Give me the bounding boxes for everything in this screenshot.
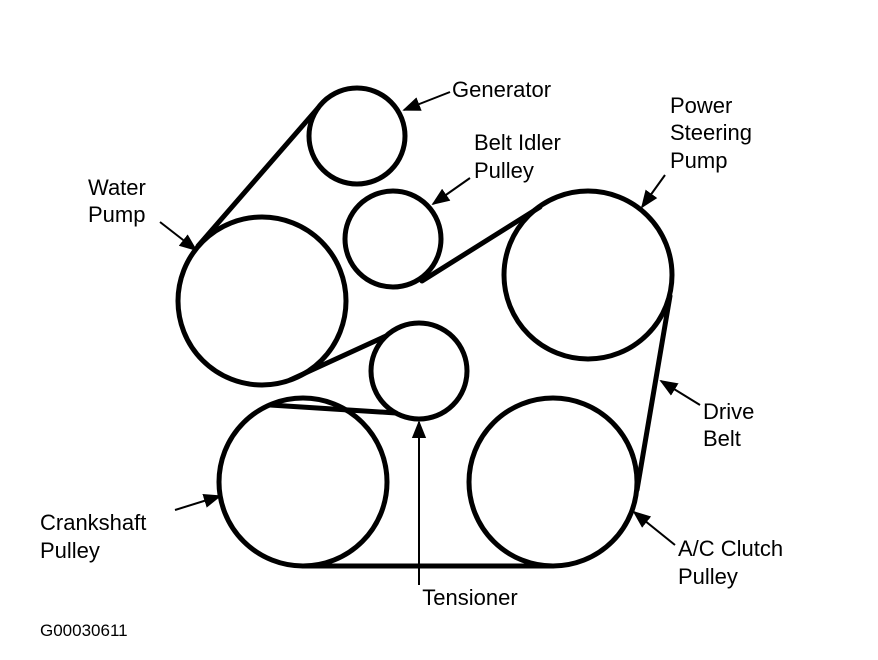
crankshaft-pulley xyxy=(216,395,390,569)
drive-belt-leader-arrow xyxy=(659,380,701,406)
ac-clutch-pulley xyxy=(466,395,640,569)
power-steering-label-line1: Power xyxy=(670,93,732,118)
drive-belt-segment-powersteering-ac xyxy=(634,293,673,493)
belt-idler-leader-arrow xyxy=(431,177,471,206)
power-steering-label-line3: Pump xyxy=(670,148,727,173)
drive-belt-segment-crankshaft-tensioner xyxy=(267,402,399,416)
generator-label: Generator xyxy=(452,77,551,102)
crankshaft-label-line2: Pulley xyxy=(40,538,100,563)
generator-leader-arrow xyxy=(402,91,451,111)
drive-belt-segment-waterpump-generator xyxy=(195,105,321,249)
belt-idler-label-line2: Pulley xyxy=(474,158,534,183)
drive-belt-segment-idler-powersteering xyxy=(419,204,543,284)
drive-belt-label-line1: Drive xyxy=(703,399,754,424)
belt-idler-label-line1: Belt Idler xyxy=(474,130,561,155)
drive-belt-label-line2: Belt xyxy=(703,426,741,451)
tensioner-pulley xyxy=(368,320,470,422)
ac-clutch-leader-arrow xyxy=(632,510,676,546)
ac-clutch-label-line1: A/C Clutch xyxy=(678,536,783,561)
drive-belt-segment-tensioner-waterpump xyxy=(287,333,389,383)
water-pump-label-line1: Water xyxy=(88,175,146,200)
generator-pulley xyxy=(306,85,408,187)
crankshaft-leader-arrow xyxy=(174,493,222,511)
power-steering-label-line2: Steering xyxy=(670,120,752,145)
tensioner-label: Tensioner xyxy=(422,585,517,610)
power-steering-leader-arrow xyxy=(640,174,666,209)
power-steering-pump-pulley xyxy=(501,188,675,362)
water-pump-label-line2: Pump xyxy=(88,202,145,227)
water-pump-pulley xyxy=(175,214,349,388)
water-pump-leader-arrow xyxy=(159,221,198,252)
figure-id: G00030611 xyxy=(40,621,128,640)
belt-idler-pulley xyxy=(342,188,444,290)
ac-clutch-label-line2: Pulley xyxy=(678,564,738,589)
crankshaft-label-line1: Crankshaft xyxy=(40,510,146,535)
